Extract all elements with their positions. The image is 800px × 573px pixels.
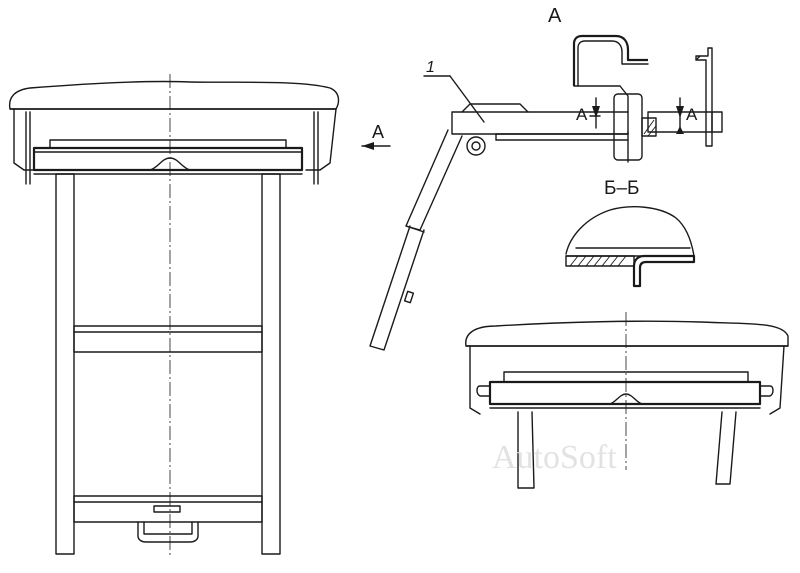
rung-middle	[73, 325, 263, 353]
hook-bracket	[572, 34, 648, 86]
rung-bottom	[73, 495, 263, 523]
section-dome	[565, 206, 695, 257]
leg-left	[55, 173, 75, 555]
view-a-title: А	[548, 5, 562, 27]
section-profile	[632, 254, 696, 288]
cut-a-left: А	[576, 105, 588, 124]
side-detail: А 1	[369, 5, 723, 351]
view-a-arrow-label: А	[372, 122, 384, 142]
section-cut-a: А А	[576, 97, 698, 134]
beam-top-piece	[461, 103, 529, 113]
cut-a-right: А	[686, 105, 698, 124]
section-title: Б–Б	[604, 178, 640, 199]
foot-handle	[137, 521, 199, 543]
wall-bracket	[695, 47, 713, 147]
view-a-cushion	[465, 320, 789, 347]
section-b-b: Б–Б	[565, 178, 696, 288]
folding-leg	[405, 129, 463, 231]
view-a-leg-right	[715, 411, 737, 485]
view-a-board	[488, 380, 762, 406]
watermark: AutoSoft	[492, 439, 617, 476]
front-view	[8, 74, 340, 556]
seat-cushion	[8, 80, 340, 110]
view-a-leg-left	[517, 411, 535, 489]
view-a	[465, 312, 789, 489]
tube-extension	[647, 111, 723, 133]
callout-leader	[449, 75, 485, 123]
clip-tab	[641, 117, 657, 137]
view-a-arrow: А	[361, 122, 391, 150]
view-a-notch	[609, 393, 643, 405]
pivot-bolt	[466, 136, 486, 156]
seat-plate	[49, 139, 287, 149]
callout-number: 1	[426, 59, 435, 76]
leg-right	[261, 173, 281, 555]
section-board	[565, 255, 635, 267]
